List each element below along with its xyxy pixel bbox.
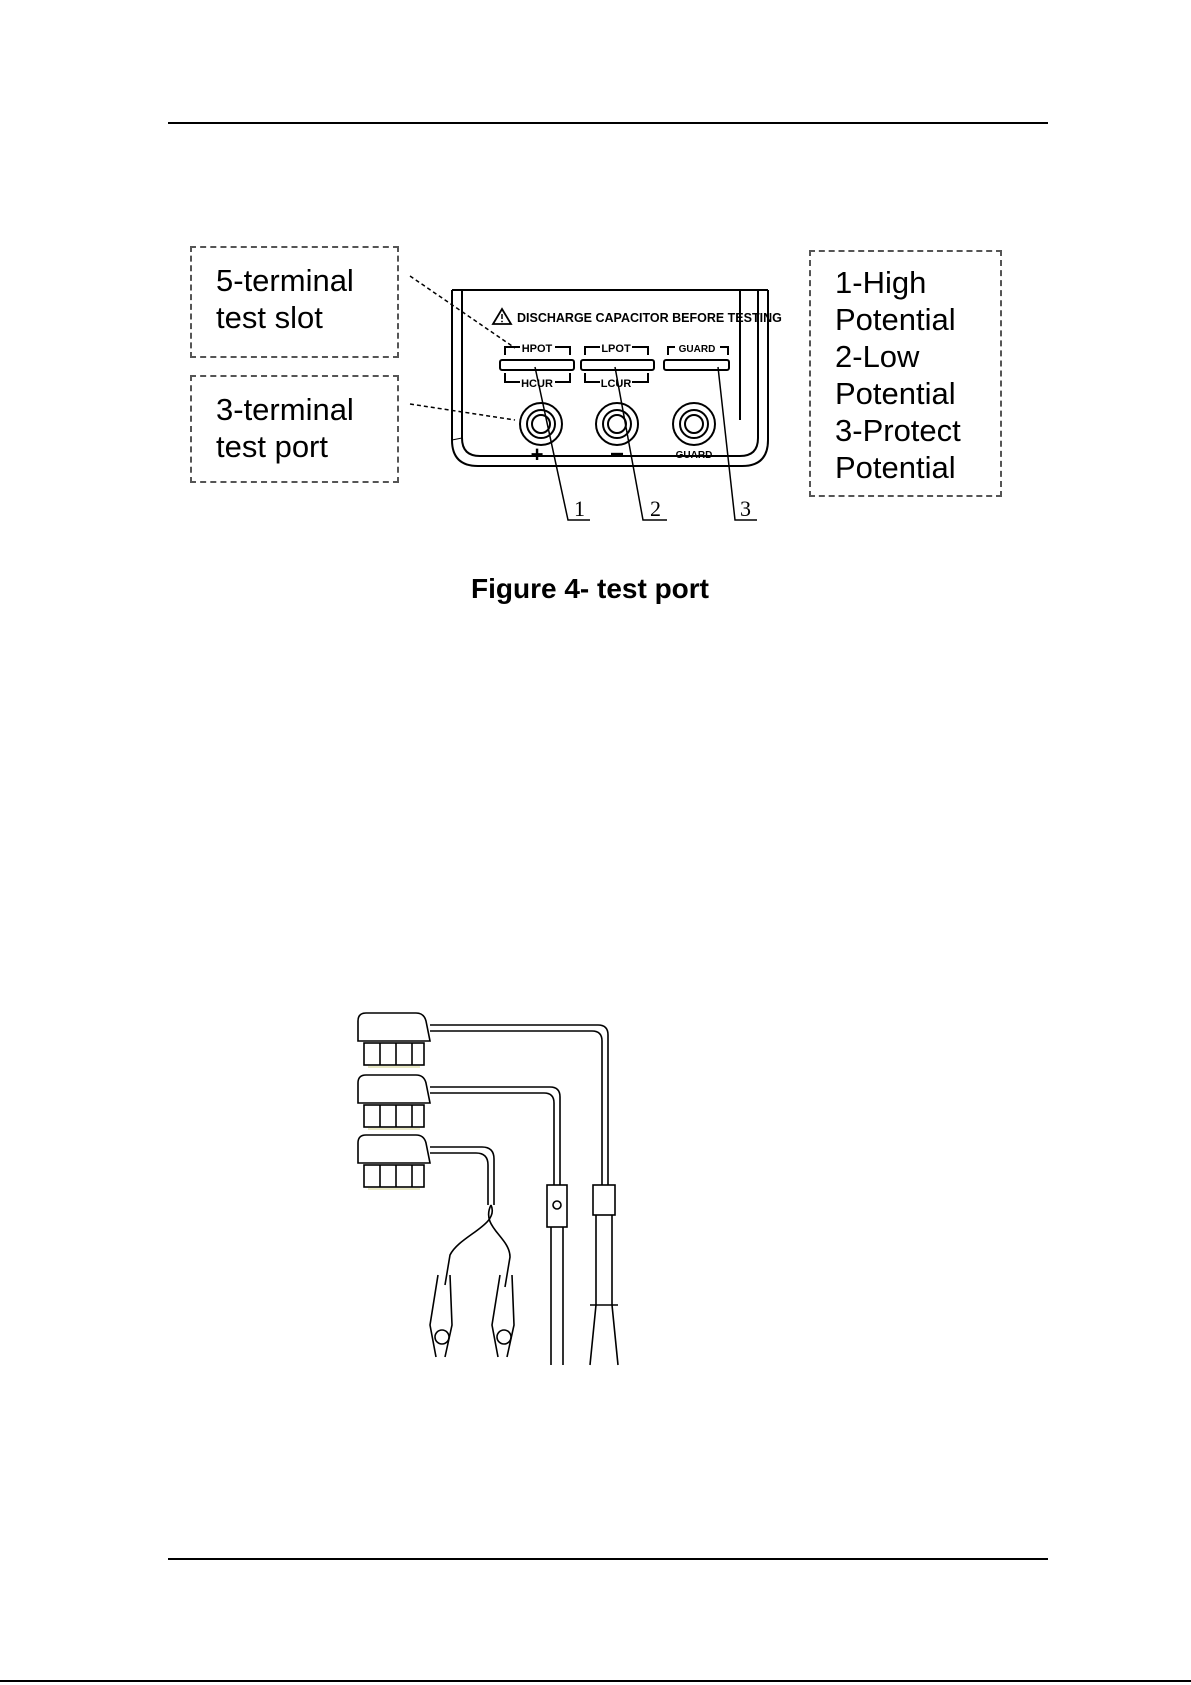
hpot-label: HPOT [522,343,553,355]
warning-triangle-icon [493,309,511,324]
guard-port-label: GUARD [676,450,713,461]
leader-number: 2 [650,496,661,521]
minus-label: − [610,441,624,468]
guard-slot-label: GUARD [679,344,716,355]
lpot-label: LPOT [601,343,631,355]
plus-label: + [531,442,544,467]
leader-number: 3 [740,496,751,521]
figure-caption: Figure 4- test port [440,573,740,605]
hcur-label: HCUR [521,378,553,390]
lcur-label: LCUR [601,378,632,390]
page-bottom-edge [0,1680,1191,1682]
warning-text: DISCHARGE CAPACITOR BEFORE TESTING [517,311,782,325]
test-port-diagram: DISCHARGE CAPACITOR BEFORE TESTING HPOT … [0,0,1191,560]
footer-rule [168,1558,1048,1560]
test-leads-illustration [350,1005,640,1375]
leader-number: 1 [574,496,585,521]
